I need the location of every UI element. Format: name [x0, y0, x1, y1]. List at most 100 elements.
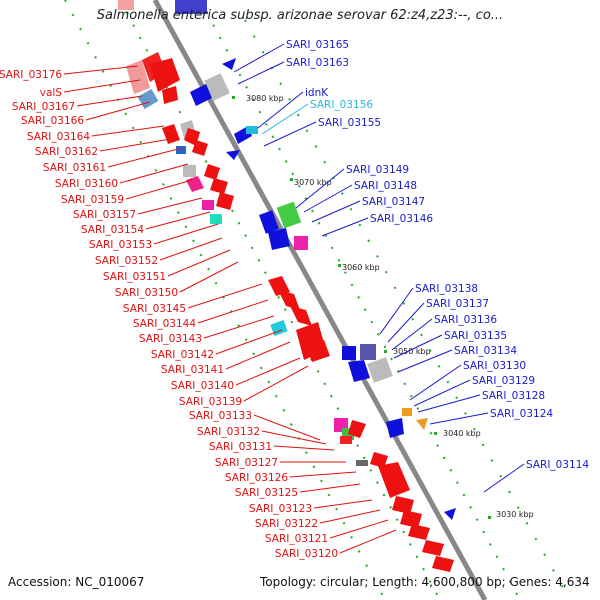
left-label-leader: [153, 223, 219, 245]
gene-sari-03127: [356, 460, 368, 466]
dotted-track-inner-right: [199, 0, 521, 600]
gene-vals: [150, 58, 180, 92]
gene-red-arrows-8: [348, 420, 366, 438]
right-gene-label: SARI_03156: [310, 99, 373, 111]
right-label-leader: [233, 43, 285, 73]
left-label-leader: [313, 499, 373, 509]
gene-sari-03145: [268, 276, 290, 296]
left-label-leader: [63, 79, 141, 93]
left-label-leader: [167, 249, 231, 277]
scale-label: 3070 kbp: [294, 178, 332, 187]
right-gene-label: SARI_03128: [482, 390, 545, 402]
left-gene-label: SARI_03161: [43, 162, 106, 174]
gene-sari-03125: [378, 462, 410, 498]
left-gene-label: SARI_03145: [123, 303, 186, 315]
gene-sari-03126: [370, 452, 388, 468]
left-gene-label: SARI_03122: [255, 518, 318, 530]
left-gene-label: SARI_03142: [151, 349, 214, 361]
left-gene-label: SARI_03151: [103, 271, 166, 283]
left-gene-label: SARI_03143: [139, 333, 202, 345]
accession-text: Accession: NC_010067: [8, 575, 145, 589]
left-gene-label: SARI_03176: [0, 69, 62, 81]
left-label-leader: [339, 529, 397, 554]
gene-sari-03155: [226, 150, 240, 160]
gene-sari-03114: [444, 508, 456, 520]
scale-label: 3060 kbp: [342, 263, 380, 272]
right-label-leader: [303, 184, 353, 213]
right-gene-label: SARI_03146: [370, 213, 433, 225]
left-label-leader: [159, 237, 223, 261]
scale-labels: 3080 kbp 3070 kbp 3060 kbp 3050 kbp 3040 kbp…: [246, 94, 534, 519]
scale-label: 3080 kbp: [246, 94, 284, 103]
left-gene-label: SARI_03132: [197, 426, 260, 438]
gene-red-arrows-7: [290, 306, 312, 326]
left-label-leader: [289, 471, 357, 478]
left-gene-label: SARI_03152: [95, 255, 158, 267]
left-label-leader: [261, 430, 327, 445]
gene-sari-03154: [210, 214, 222, 224]
gene-sari-03138: [342, 346, 356, 360]
gene-red-arrows-6: [278, 290, 300, 310]
genome-title: Salmonella enterica subsp. arizonae sero…: [96, 8, 504, 23]
left-gene-label: SARI_03160: [55, 178, 118, 190]
scale-label: 3050 kbp: [393, 347, 431, 356]
gene-sari-03141: [270, 319, 288, 337]
left-gene-label: SARI_03153: [89, 239, 152, 251]
scale-label: 3030 kbp: [496, 510, 534, 519]
scale-label: 3040 kbp: [443, 429, 481, 438]
gene-sari-03167: [126, 60, 150, 94]
right-gene-label: SARI_03137: [426, 298, 489, 310]
left-label-leader: [197, 299, 269, 324]
right-label-leader: [417, 394, 481, 413]
left-label-leader: [243, 365, 309, 402]
right-gene-labels: SARI_03165SARI_03163idnKSARI_03156SARI_0…: [233, 39, 589, 493]
gene-sari-03156: [246, 126, 258, 134]
gene-sari-03164: [162, 124, 180, 144]
gene-sari-03159: [186, 176, 204, 192]
left-label-leader: [215, 329, 283, 355]
left-label-leader: [85, 101, 151, 121]
right-gene-label: SARI_03147: [362, 196, 425, 208]
right-label-leader: [261, 103, 309, 135]
left-label-leader: [235, 357, 301, 386]
gene-sari-03129: [402, 408, 412, 416]
gene-sari-03149: [259, 210, 279, 234]
gene-red-arrows-10: [400, 510, 422, 528]
gene-sari-03130: [386, 418, 404, 438]
left-gene-label: SARI_03133: [189, 410, 252, 422]
left-gene-label: SARI_03140: [171, 380, 234, 392]
right-label-leader: [429, 412, 489, 425]
genome-stats-text: Topology: circular; Length: 4,600,800 bp…: [260, 575, 590, 589]
gene-sari-03166: [137, 88, 159, 110]
right-gene-label: SARI_03163: [286, 57, 349, 69]
gene-sari-03146: [294, 236, 308, 250]
left-gene-label: SARI_03167: [12, 101, 75, 113]
left-label-leader: [145, 211, 211, 230]
left-label-leader: [329, 519, 389, 539]
right-label-leader: [295, 168, 345, 209]
gene-small-red-1: [162, 86, 178, 104]
right-gene-label: SARI_03149: [346, 164, 409, 176]
left-label-leader: [273, 445, 335, 451]
right-gene-label: idnK: [305, 87, 329, 99]
gene-sari-03136: [348, 360, 370, 382]
gene-sari-03161: [176, 146, 186, 154]
right-gene-label: SARI_03114: [526, 459, 589, 471]
left-gene-label: SARI_03139: [179, 396, 242, 408]
gene-sari-03137: [360, 344, 376, 360]
left-label-leader: [137, 197, 203, 215]
right-label-leader: [387, 302, 425, 343]
right-label-leader: [397, 349, 453, 373]
gene-sari-03131: [340, 436, 352, 444]
gene-red-arrows-3: [204, 164, 220, 180]
left-gene-label: SARI_03131: [209, 441, 272, 453]
left-gene-label: SARI_03159: [61, 194, 124, 206]
right-label-leader: [321, 217, 369, 237]
gene-red-arrows-5: [216, 192, 234, 210]
left-gene-label: SARI_03126: [225, 472, 288, 484]
left-label-leader: [319, 509, 381, 524]
right-label-leader: [257, 91, 304, 129]
left-gene-label: SARI_03157: [73, 209, 136, 221]
right-gene-label: SARI_03138: [415, 283, 478, 295]
right-gene-label: SARI_03129: [472, 375, 535, 387]
